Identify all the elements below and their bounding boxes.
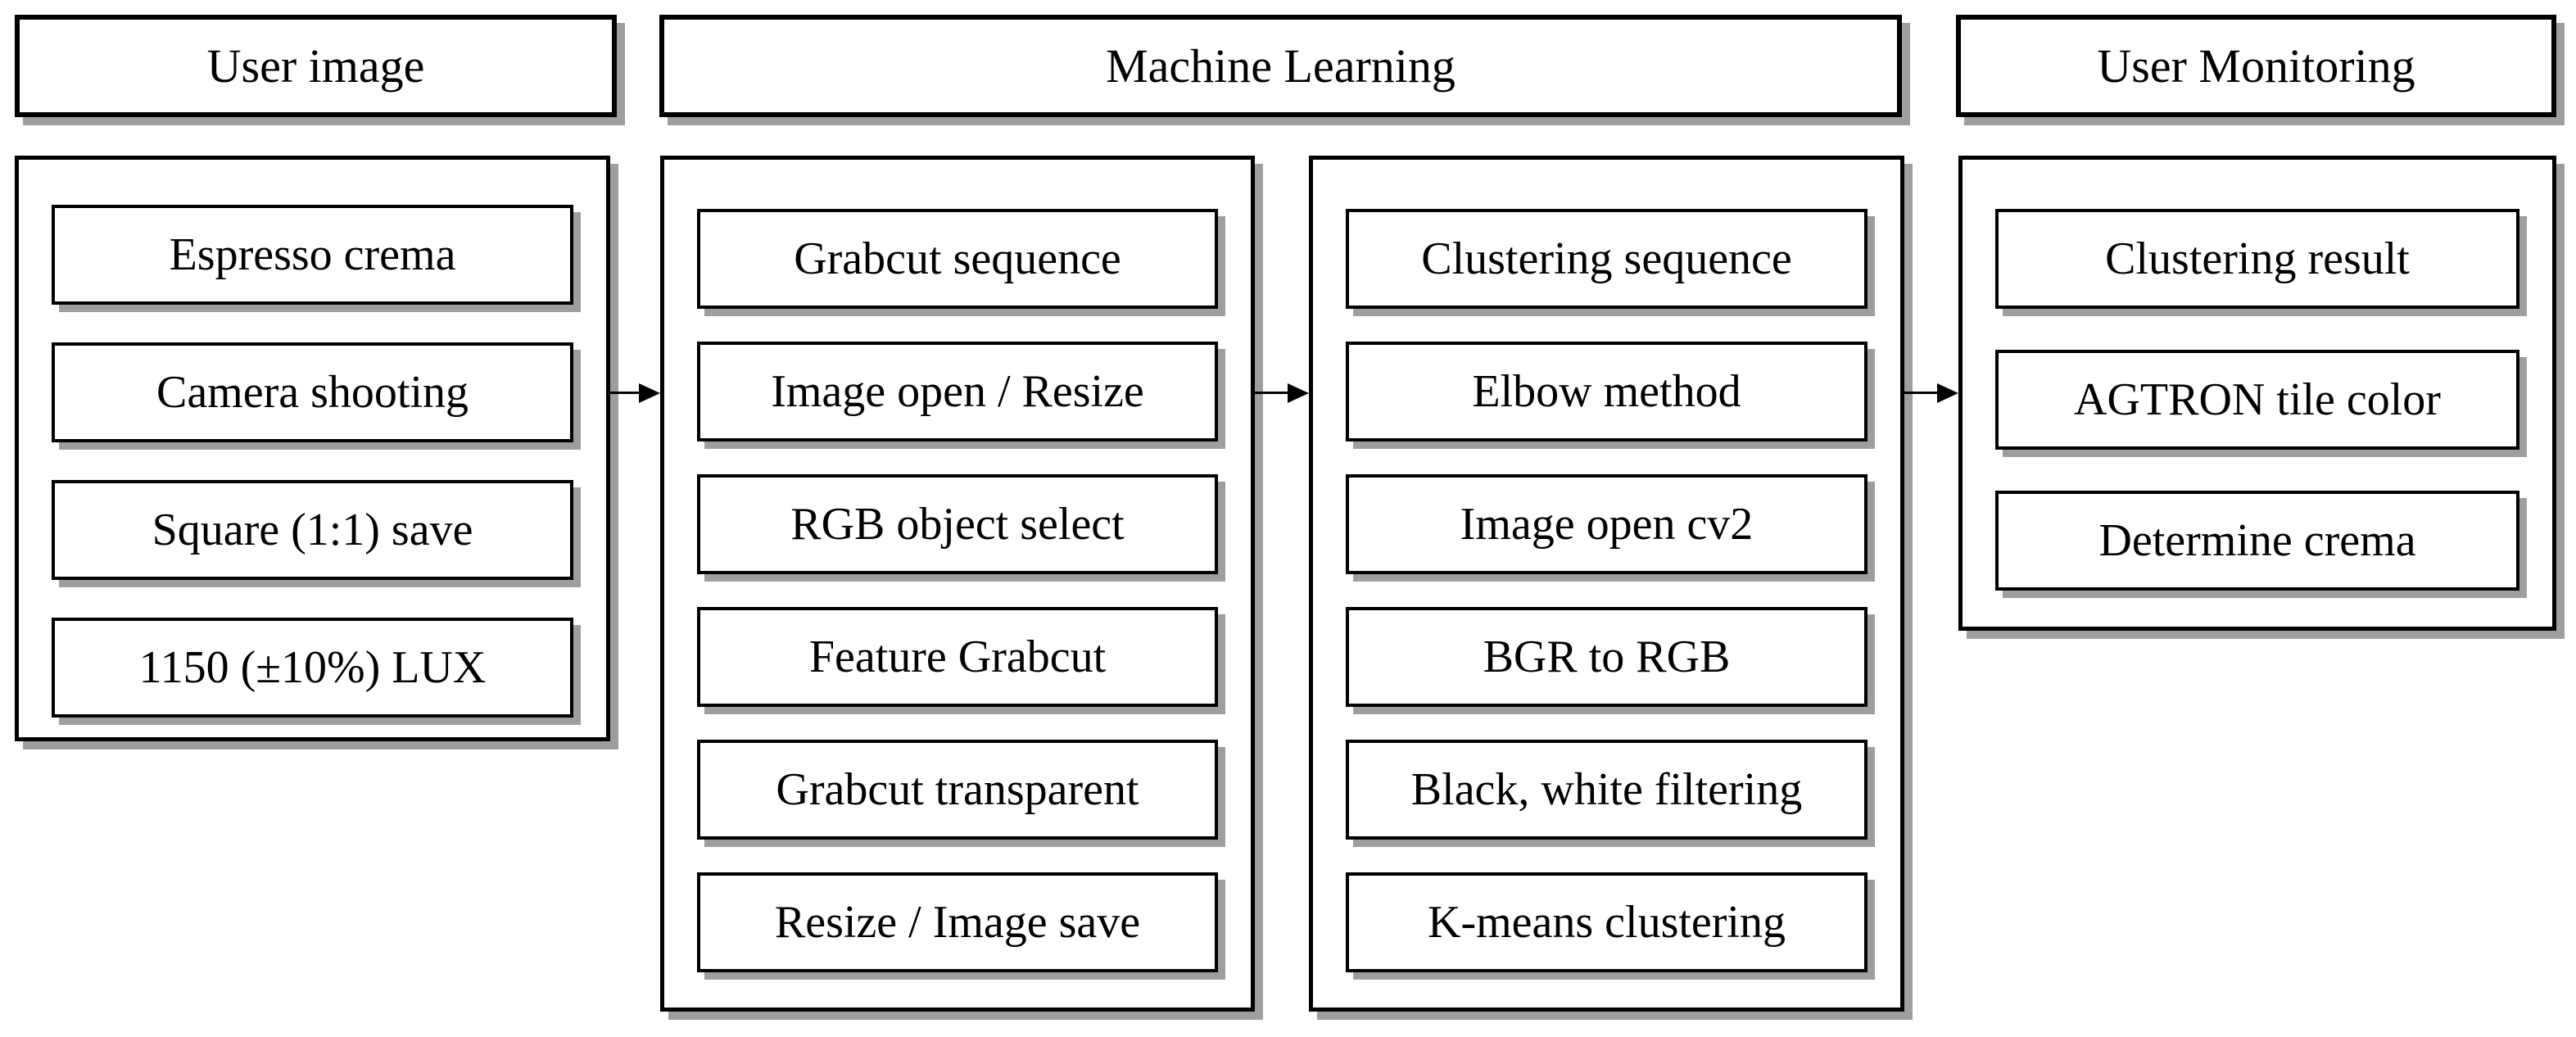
step-box-grabcut-sequence: Grabcut sequence (697, 209, 1218, 309)
header-user-monitoring: User Monitoring (1956, 15, 2556, 117)
step-label: Image open cv2 (1460, 499, 1754, 550)
step-box-feature-grabcut: Feature Grabcut (697, 607, 1218, 707)
step-box-square-save: Square (1:1) save (52, 480, 573, 580)
step-box-rgb-object-select: RGB object select (697, 474, 1218, 574)
step-label: Black, white filtering (1410, 764, 1803, 815)
step-box-determine-crema: Determine crema (1995, 491, 2519, 591)
arrow-line (1255, 392, 1293, 394)
step-label: AGTRON tile color (2074, 374, 2441, 425)
flow-arrow-icon (610, 383, 660, 403)
arrow-line (1904, 392, 1942, 394)
step-box-bgr-to-rgb: BGR to RGB (1346, 607, 1867, 707)
step-label: Grabcut sequence (794, 233, 1121, 284)
step-label: Clustering sequence (1421, 233, 1792, 284)
header-label: User image (206, 39, 425, 93)
step-label: 1150 (±10%) LUX (138, 642, 487, 693)
arrow-head-icon (639, 383, 660, 403)
step-box-kmeans-clustering: K-means clustering (1346, 872, 1867, 972)
step-box-camera-shooting: Camera shooting (52, 342, 573, 442)
group-box-user-monitoring: Clustering result AGTRON tile color Dete… (1958, 156, 2556, 631)
step-label: Image open / Resize (771, 366, 1144, 417)
step-box-grabcut-transparent: Grabcut transparent (697, 740, 1218, 840)
flow-arrow-icon (1904, 383, 1958, 403)
group-box-grabcut-sequence: Grabcut sequence Image open / Resize RGB… (660, 156, 1255, 1012)
header-label: Machine Learning (1106, 39, 1456, 93)
step-box-agtron-tile-color: AGTRON tile color (1995, 350, 2519, 450)
group-box-user-image: Espresso crema Camera shooting Square (1… (15, 156, 610, 741)
step-label: Camera shooting (156, 367, 469, 418)
step-box-clustering-sequence: Clustering sequence (1346, 209, 1867, 309)
step-label: RGB object select (790, 499, 1125, 550)
step-label: K-means clustering (1428, 897, 1786, 948)
step-label: Elbow method (1472, 366, 1741, 417)
header-machine-learning: Machine Learning (659, 15, 1902, 117)
step-box-clustering-result: Clustering result (1995, 209, 2519, 309)
step-box-black-white-filtering: Black, white filtering (1346, 740, 1867, 840)
step-label: Clustering result (2105, 233, 2410, 284)
step-label: BGR to RGB (1483, 632, 1731, 682)
arrow-line (610, 392, 644, 394)
step-box-espresso-crema: Espresso crema (52, 205, 573, 305)
header-user-image: User image (15, 15, 617, 117)
step-box-lux: 1150 (±10%) LUX (52, 618, 573, 718)
step-label: Determine crema (2098, 515, 2416, 566)
arrow-head-icon (1288, 383, 1309, 403)
step-label: Feature Grabcut (808, 632, 1107, 682)
step-label: Grabcut transparent (776, 764, 1139, 815)
step-box-image-open-resize: Image open / Resize (697, 342, 1218, 442)
step-box-image-open-cv2: Image open cv2 (1346, 474, 1867, 574)
step-box-resize-image-save: Resize / Image save (697, 872, 1218, 972)
header-label: User Monitoring (2097, 39, 2415, 93)
flow-arrow-icon (1255, 383, 1309, 403)
step-label: Resize / Image save (774, 897, 1141, 948)
step-label: Espresso crema (169, 229, 456, 280)
group-box-clustering-sequence: Clustering sequence Elbow method Image o… (1309, 156, 1904, 1012)
step-label: Square (1:1) save (152, 505, 473, 555)
arrow-head-icon (1937, 383, 1958, 403)
step-box-elbow-method: Elbow method (1346, 342, 1867, 442)
